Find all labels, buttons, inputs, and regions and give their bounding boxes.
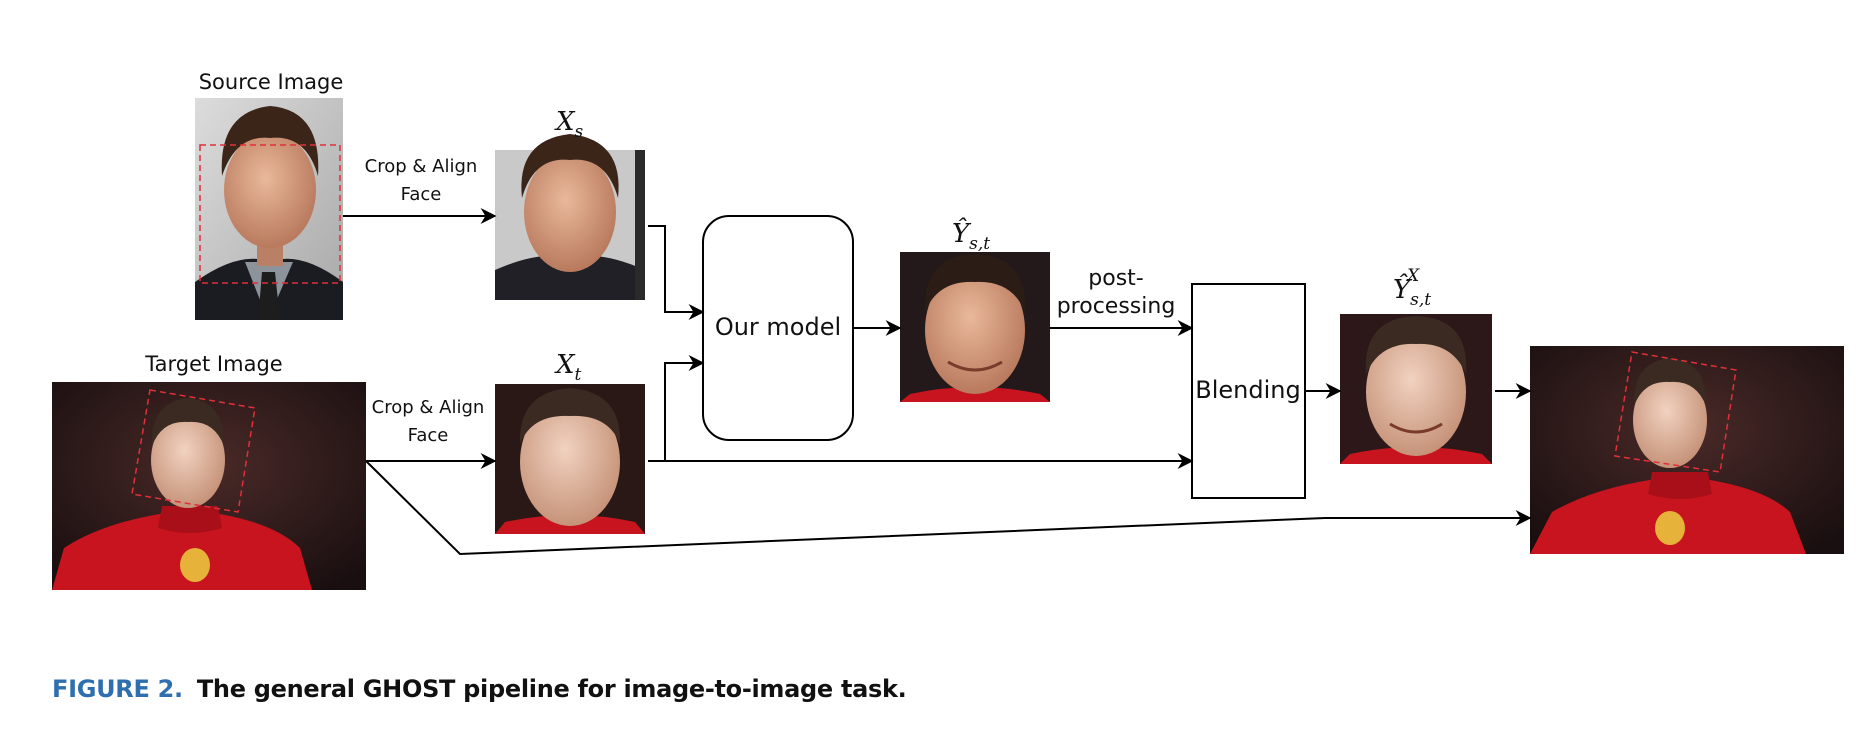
xt-label: Xt	[554, 350, 582, 385]
crop-align-bottom-line1: Crop & Align	[372, 397, 485, 418]
figure-number: FIGURE 2.	[52, 675, 183, 703]
post-processing-line2: processing	[1057, 294, 1176, 319]
source-aligned-face-image	[495, 134, 645, 300]
final-output-image	[1530, 346, 1844, 554]
figure-caption-text: The general GHOST pipeline for image-to-…	[196, 675, 907, 703]
blended-face-image	[1340, 314, 1492, 464]
our-model-label: Our model	[715, 313, 841, 341]
source-image	[195, 98, 343, 320]
source-image-label: Source Image	[199, 70, 344, 94]
blending-label: Blending	[1195, 376, 1300, 404]
post-processing-line1: post-	[1088, 266, 1143, 291]
arrow-xt-to-model	[648, 355, 705, 462]
source-face-bbox	[199, 144, 341, 284]
crop-align-top-line2: Face	[401, 184, 442, 205]
arrow-xs-to-model	[648, 225, 705, 320]
target-image-label: Target Image	[144, 352, 282, 376]
crop-align-bottom-line2: Face	[408, 425, 449, 446]
figure-caption: FIGURE 2. The general GHOST pipeline for …	[52, 675, 907, 703]
target-image	[52, 382, 366, 590]
yhat-st-x-label: Ŷs,tX	[1393, 266, 1431, 310]
xs-label: Xs	[554, 107, 584, 142]
yhat-st-label: Ŷs,t	[952, 217, 990, 254]
target-face-bbox	[131, 389, 256, 513]
pipeline-arrows	[343, 208, 1532, 556]
arrow-target-to-output	[365, 460, 1532, 556]
model-output-face-image	[900, 252, 1050, 402]
target-aligned-face-image	[495, 384, 645, 534]
crop-align-top-line1: Crop & Align	[365, 156, 478, 177]
output-face-bbox	[1614, 351, 1737, 473]
